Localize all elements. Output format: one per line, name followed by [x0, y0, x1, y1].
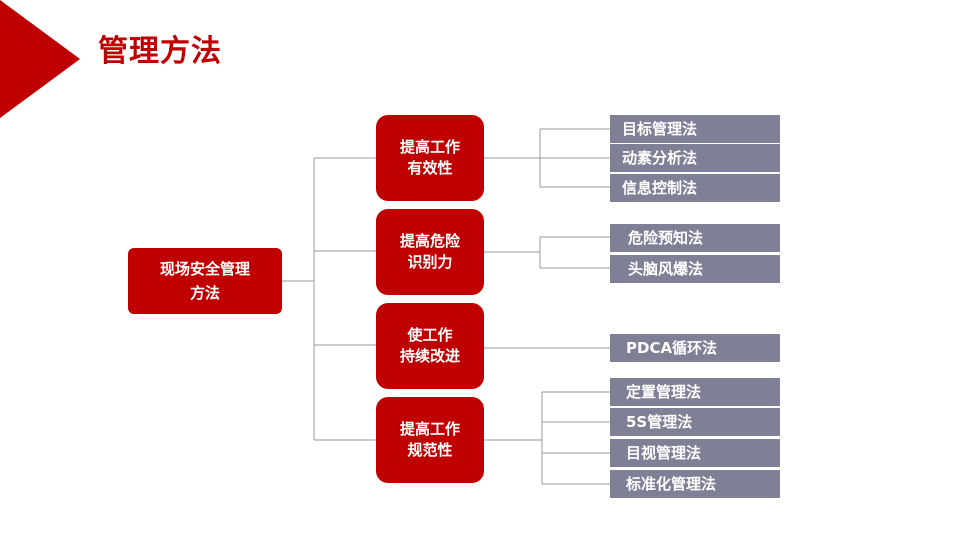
category-label-line1: 提高工作 [399, 420, 460, 438]
root-node-line1: 现场安全管理 [159, 260, 250, 278]
corner-triangle-decoration [0, 0, 80, 118]
category-label-line2: 识别力 [407, 253, 453, 271]
leaf-method: 5S管理法 [610, 408, 780, 436]
category-label-line1: 使工作 [407, 326, 453, 344]
root-node-line2: 方法 [189, 284, 220, 302]
category-node-standardization: 提高工作 规范性 [376, 397, 484, 483]
category-label-line2: 有效性 [407, 159, 453, 177]
leaf-method: 危险预知法 [610, 224, 780, 252]
leaf-method: 目标管理法 [610, 115, 780, 143]
category-node-hazard-recognition: 提高危险 识别力 [376, 209, 484, 295]
leaf-method: 标准化管理法 [610, 470, 780, 498]
category-label-line2: 持续改进 [399, 347, 460, 365]
leaf-method: 定置管理法 [610, 378, 780, 406]
category-label-line1: 提高危险 [399, 232, 460, 250]
category-node-effectiveness: 提高工作 有效性 [376, 115, 484, 201]
page-title: 管理方法 [98, 34, 222, 69]
leaf-method: 头脑风爆法 [610, 255, 780, 283]
category-node-continuous-improvement: 使工作 持续改进 [376, 303, 484, 389]
leaf-method: PDCA循环法 [610, 334, 780, 362]
leaf-method: 动素分析法 [610, 144, 780, 172]
category-label-line1: 提高工作 [399, 138, 460, 156]
root-node: 现场安全管理 方法 [128, 248, 282, 314]
leaf-method: 目视管理法 [610, 439, 780, 467]
category-label-line2: 规范性 [407, 441, 453, 459]
leaf-method: 信息控制法 [610, 174, 780, 202]
